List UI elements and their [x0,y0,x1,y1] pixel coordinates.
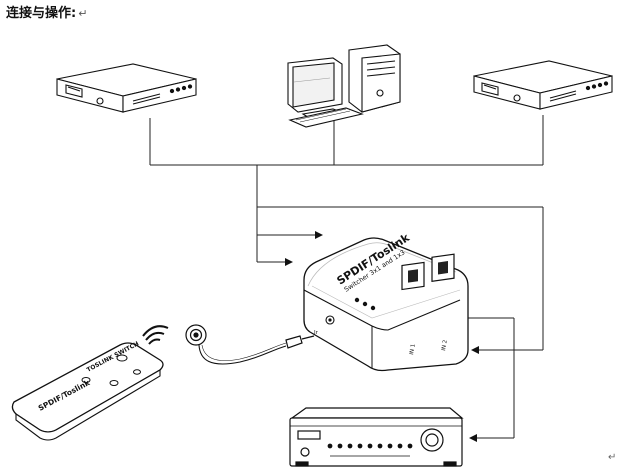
end-return-mark: ↵ [608,452,617,463]
spdif-toslink-switch-icon [303,237,469,372]
ir-receiver-eye-icon [185,324,315,365]
desktop-computer-icon [287,44,401,128]
return-mark: ↵ [78,7,88,20]
heading-text: 连接与操作: [6,6,77,21]
dvd-player-right-icon [473,60,613,110]
ir-remote-control-icon [11,325,169,441]
switch-port1-label: IN 1 [409,343,417,355]
connection-lines [149,115,544,442]
dvd-player-left-icon [56,63,197,113]
switch-ir-port-label: Ir [314,330,319,336]
switch-port2-label: IN 2 [441,339,449,351]
av-receiver-icon [289,407,464,467]
diagram-heading: 连接与操作:↵ [6,2,87,21]
